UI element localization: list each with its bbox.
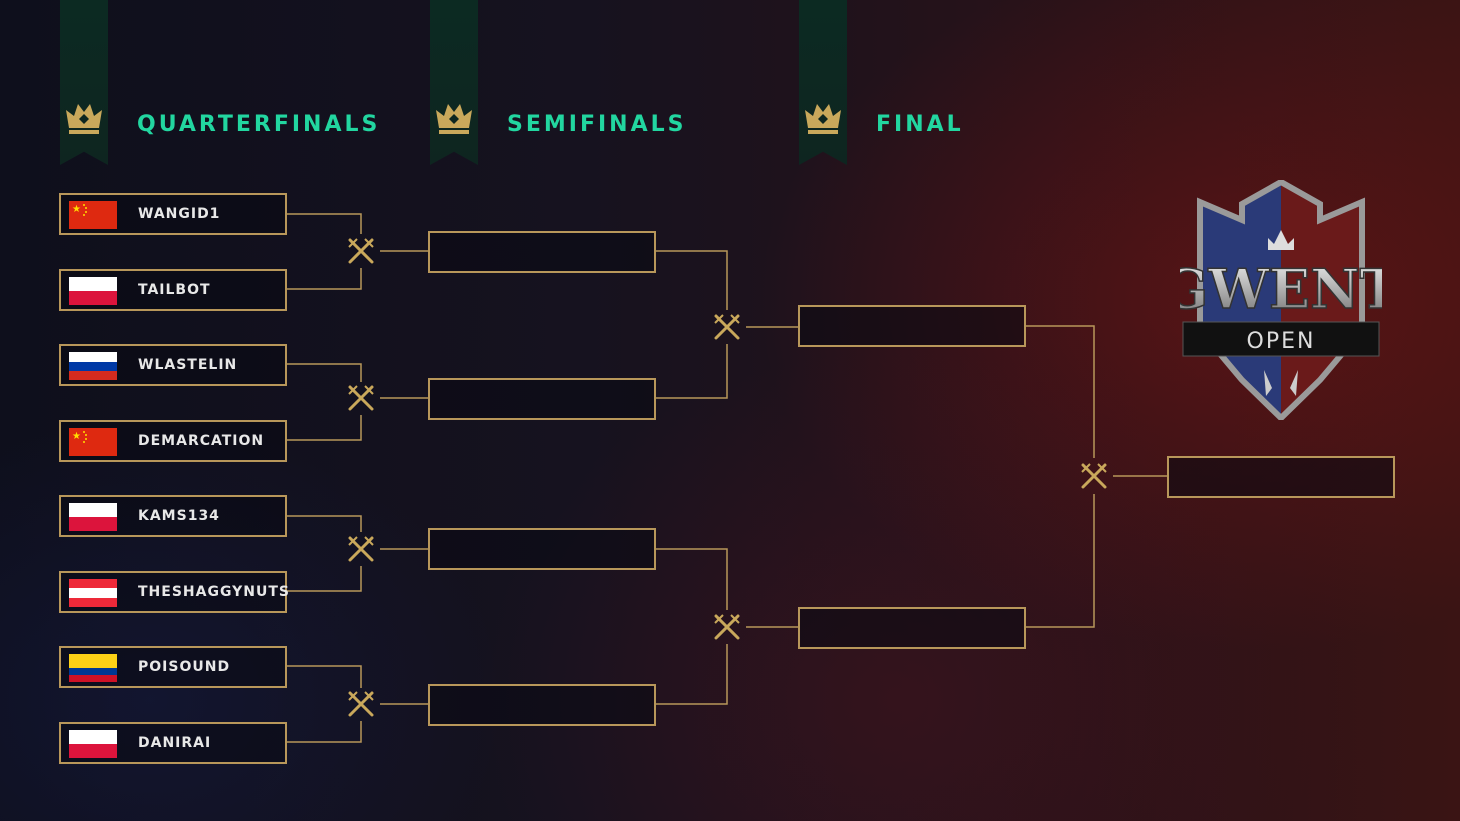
crossed-swords-icon: [1078, 460, 1110, 492]
player-slot: KAMS134: [59, 495, 287, 537]
player-name: THESHAGGYNUTS: [138, 584, 290, 600]
round-title-semifinals: SEMIFINALS: [507, 112, 687, 137]
crown-icon: [66, 104, 102, 134]
player-name: DEMARCATION: [138, 433, 265, 449]
player-name: KAMS134: [138, 508, 220, 524]
flag-russia-icon: [69, 352, 117, 380]
flag-china-icon: ★: [69, 428, 117, 456]
banner-final: [799, 0, 847, 165]
banner-quarterfinals: [60, 0, 108, 165]
svg-text:★: ★: [72, 431, 81, 442]
crossed-swords-icon: [345, 235, 377, 267]
player-name: WANGID1: [138, 206, 221, 222]
round-title-final: FINAL: [876, 112, 964, 137]
crossed-swords-icon: [345, 688, 377, 720]
player-slot: ★ DEMARCATION: [59, 420, 287, 462]
semifinal-slot: [428, 231, 656, 273]
crossed-swords-icon: [711, 611, 743, 643]
semifinal-slot: [428, 684, 656, 726]
flag-poland-icon: [69, 277, 117, 305]
final-slot: [798, 305, 1026, 347]
flag-colombia-icon: [69, 654, 117, 682]
player-slot: ★ WANGID1: [59, 193, 287, 235]
player-slot: TAILBOT: [59, 269, 287, 311]
semifinal-slot: [428, 378, 656, 420]
crossed-swords-icon: [345, 382, 377, 414]
crossed-swords-icon: [711, 311, 743, 343]
svg-text:GWENT: GWENT: [1180, 257, 1382, 321]
crown-icon: [436, 104, 472, 134]
winner-slot: [1167, 456, 1395, 498]
svg-text:★: ★: [72, 204, 81, 215]
final-slot: [798, 607, 1026, 649]
crossed-swords-icon: [345, 533, 377, 565]
flag-poland-icon: [69, 730, 117, 758]
flag-austria-icon: [69, 579, 117, 607]
flag-poland-icon: [69, 503, 117, 531]
player-slot: DANIRAI: [59, 722, 287, 764]
crown-icon: [805, 104, 841, 134]
gwent-open-logo: GWENT OPEN: [1180, 180, 1382, 420]
semifinal-slot: [428, 528, 656, 570]
player-name: DANIRAI: [138, 735, 212, 751]
player-name: WLASTELIN: [138, 357, 238, 373]
player-name: TAILBOT: [138, 282, 211, 298]
flag-china-icon: ★: [69, 201, 117, 229]
player-slot: POISOUND: [59, 646, 287, 688]
svg-text:OPEN: OPEN: [1247, 329, 1316, 354]
player-name: POISOUND: [138, 659, 231, 675]
player-slot: WLASTELIN: [59, 344, 287, 386]
banner-semifinals: [430, 0, 478, 165]
player-slot: THESHAGGYNUTS: [59, 571, 290, 613]
round-title-quarterfinals: QUARTERFINALS: [137, 112, 381, 137]
